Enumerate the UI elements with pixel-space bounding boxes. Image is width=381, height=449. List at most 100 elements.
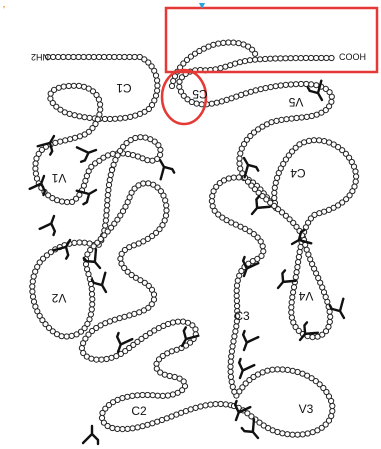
- residue-bead: [166, 372, 173, 380]
- residue-bead: [329, 408, 336, 415]
- residue-bead: [287, 55, 294, 62]
- residue-bead: [252, 87, 259, 94]
- residue-bead: [58, 198, 66, 205]
- residue-bead: [326, 89, 333, 96]
- residue-bead: [267, 199, 274, 206]
- residue-bead: [162, 212, 170, 219]
- residue-bead: [318, 54, 325, 62]
- residue-bead: [95, 96, 103, 103]
- residue-bead: [116, 53, 123, 61]
- residue-bead: [154, 392, 161, 399]
- residue-bead: [223, 217, 230, 224]
- residue-bead: [49, 328, 56, 335]
- residue-bead: [93, 324, 100, 332]
- residue-bead: [29, 283, 36, 290]
- residue-bead: [248, 413, 255, 420]
- residue-bead: [192, 326, 199, 333]
- residue-bead: [284, 366, 291, 373]
- residue-bead: [163, 202, 170, 209]
- residue-bead: [85, 271, 92, 278]
- residue-bead: [219, 214, 226, 221]
- residue-bead: [134, 338, 141, 345]
- residue-bead: [323, 54, 330, 62]
- residue-bead: [90, 53, 98, 61]
- residue-bead: [234, 302, 241, 310]
- residue-bead: [295, 253, 302, 261]
- peptide-segment: [176, 54, 335, 244]
- residue-bead: [145, 304, 152, 311]
- residue-bead: [282, 55, 289, 62]
- residue-bead: [295, 259, 302, 266]
- residue-bead: [111, 53, 118, 61]
- residue-bead: [303, 80, 310, 88]
- residue-bead: [120, 143, 127, 150]
- residue-bead: [220, 39, 227, 47]
- residue-bead: [94, 239, 101, 246]
- residue-bead: [246, 377, 253, 384]
- residue-bead: [162, 197, 169, 204]
- residue-bead: [32, 160, 39, 167]
- residue-bead: [29, 278, 36, 285]
- residue-bead: [260, 248, 267, 255]
- residue-bead: [40, 255, 47, 262]
- residue-bead: [124, 268, 131, 275]
- residue-bead: [57, 106, 64, 113]
- residue-bead: [111, 220, 118, 227]
- residue-bead: [289, 367, 296, 374]
- residue-bead: [101, 115, 109, 123]
- residue-bead: [99, 409, 106, 417]
- residue-bead: [124, 393, 131, 400]
- residue-bead: [352, 178, 359, 185]
- residue-bead: [81, 325, 88, 332]
- residue-bead: [149, 392, 156, 399]
- residue-bead: [288, 299, 295, 306]
- residue-bead: [109, 399, 117, 406]
- residue-bead: [140, 180, 147, 187]
- residue-bead: [134, 392, 141, 399]
- residue-bead: [298, 80, 305, 88]
- residue-bead: [308, 375, 315, 382]
- branched-glycan-icon: [298, 321, 320, 342]
- branched-glycan-icon: [328, 297, 346, 320]
- orange-marker-icon: [3, 6, 5, 9]
- residue-bead: [294, 368, 301, 376]
- residue-bead: [248, 182, 255, 189]
- residue-bead: [103, 212, 110, 219]
- residue-bead: [150, 181, 157, 188]
- residue-bead: [32, 170, 40, 177]
- residue-bead: [230, 338, 237, 345]
- residue-bead: [142, 332, 149, 340]
- residue-bead: [254, 255, 261, 262]
- region-label-c4: C4: [290, 166, 306, 180]
- residue-bead: [174, 318, 182, 325]
- residue-bead: [126, 344, 133, 352]
- residue-bead: [85, 85, 92, 92]
- residue-bead: [325, 393, 333, 400]
- residue-bead: [176, 375, 183, 382]
- residue-bead: [301, 139, 308, 146]
- residue-bead: [134, 424, 141, 431]
- residue-bead: [328, 98, 335, 105]
- residue-bead: [63, 333, 70, 340]
- residue-bead: [188, 98, 195, 106]
- residue-bead: [254, 234, 261, 241]
- branched-glycan-icon: [290, 228, 313, 246]
- region-label-c3: C3: [234, 309, 250, 323]
- residue-bead: [271, 184, 278, 191]
- residue-bead: [121, 246, 129, 254]
- residue-bead: [53, 103, 60, 110]
- residue-bead: [294, 431, 301, 438]
- residue-bead: [169, 319, 177, 326]
- residue-bead: [292, 274, 299, 281]
- residue-bead: [97, 101, 104, 108]
- residue-bead: [85, 128, 93, 135]
- residue-bead: [326, 318, 333, 325]
- residue-bead: [86, 114, 93, 122]
- residue-bead: [233, 297, 240, 304]
- residue-bead: [129, 392, 136, 399]
- residue-bead: [316, 137, 323, 144]
- residue-bead: [184, 96, 191, 103]
- residue-bead: [105, 187, 112, 194]
- residue-bead: [36, 312, 43, 319]
- residue-bead: [127, 137, 134, 144]
